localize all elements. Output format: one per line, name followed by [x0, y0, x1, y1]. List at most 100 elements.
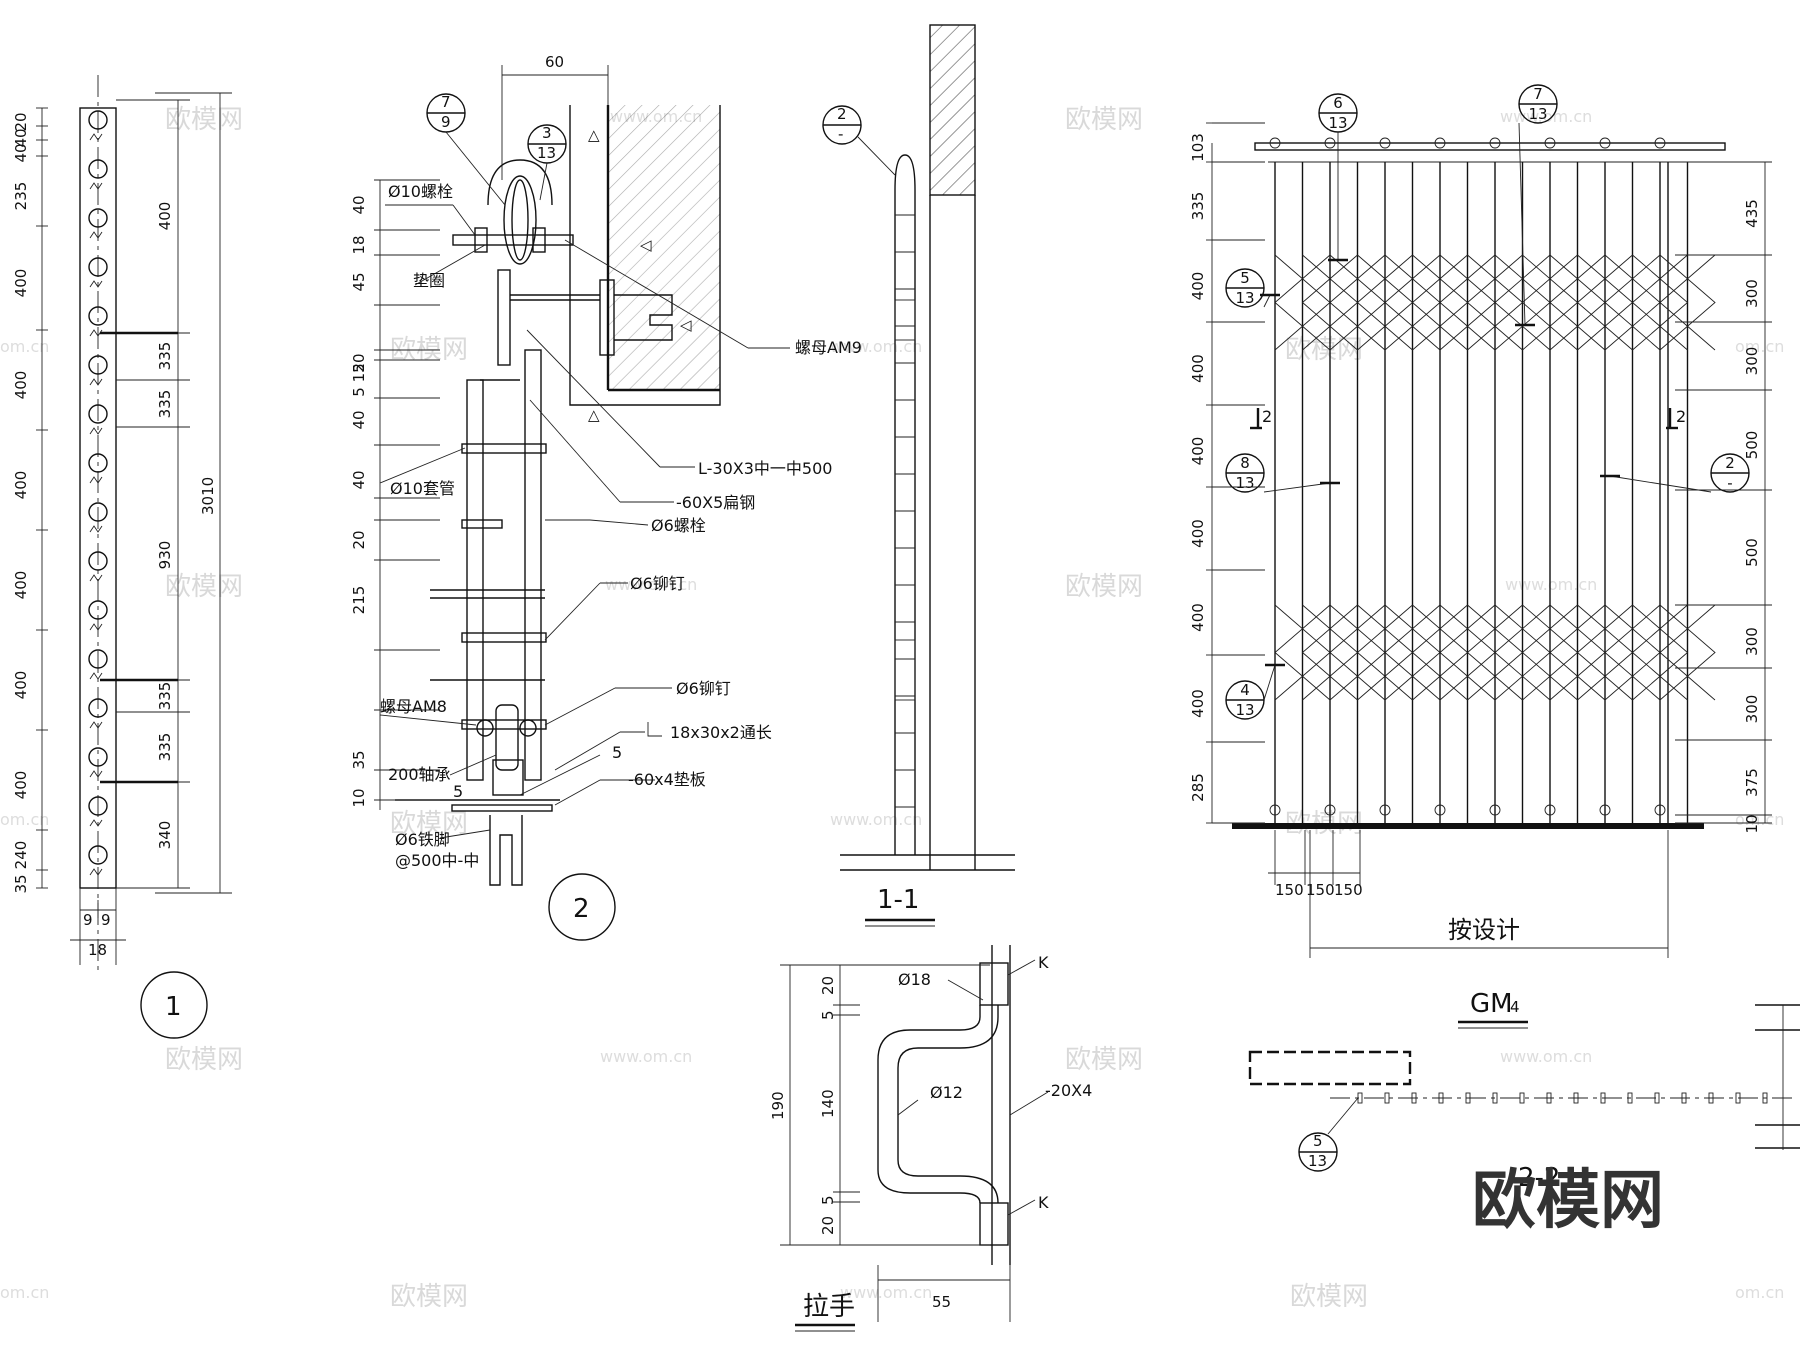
bolt-hole: [88, 600, 108, 620]
left-dim: 35: [12, 874, 30, 893]
left-dim: 40: [350, 470, 368, 489]
svg-text:6: 6: [1333, 94, 1343, 112]
watermark-url: www.om.cn: [840, 1283, 932, 1302]
left-dim: 20: [350, 530, 368, 549]
svg-text:K: K: [1038, 1193, 1049, 1212]
svg-text:150: 150: [1334, 881, 1363, 899]
svg-text:5: 5: [1313, 1132, 1323, 1150]
handle-detail: 20 5 140 5 20 190 Ø18 Ø12 -20X4 K K 55 拉…: [769, 945, 1092, 1332]
right-dim: 300: [1743, 695, 1761, 724]
watermark-brand: 欧模网: [390, 809, 468, 839]
svg-text:-: -: [1727, 474, 1732, 492]
left-dim: 285: [1189, 773, 1207, 802]
right-dim: 500: [1743, 538, 1761, 567]
right-dim: 930: [156, 541, 174, 570]
watermark-url-short: om.cn: [0, 1283, 49, 1302]
elevation-title: GM: [1470, 989, 1513, 1019]
pad-plate: [451, 804, 553, 812]
watermark-url-short: om.cn: [1735, 1283, 1784, 1302]
left-dim: 45: [350, 272, 368, 291]
left-dim: 400: [1189, 519, 1207, 548]
section-1-1: 2 - 1-1: [822, 24, 1015, 927]
watermark-brand: 欧模网: [1065, 1045, 1143, 1075]
left-dim: 5 15: [350, 363, 368, 396]
right-dim: 335: [156, 733, 174, 762]
svg-text:150: 150: [1306, 881, 1335, 899]
watermark-url-short: om.cn: [1735, 337, 1784, 356]
left-dim: 10: [350, 788, 368, 807]
note-foot: Ø6铁脚: [395, 830, 450, 849]
elevation-title-sub: 4: [1510, 998, 1520, 1016]
bolt-hole: [88, 502, 108, 522]
left-dim: 40: [350, 195, 368, 214]
section-label: 2-2: [1518, 1163, 1560, 1193]
svg-text:◁: ◁: [680, 316, 692, 334]
angle-bracket: [599, 279, 615, 356]
right-dim: 400: [156, 202, 174, 231]
svg-text:13: 13: [1308, 1152, 1327, 1170]
callout-bubble: 813: [1225, 453, 1340, 493]
note-rivet6b: Ø6铆钉: [676, 679, 731, 698]
watermark-url-short: om.cn: [0, 337, 49, 356]
bolt-hole: [88, 698, 108, 718]
watermark-brand: 欧模网: [1290, 1282, 1368, 1312]
svg-text:5: 5: [819, 1010, 837, 1020]
right-dim: 335: [156, 390, 174, 419]
svg-text:△: △: [588, 126, 600, 144]
watermark-brand: 欧模网: [1065, 572, 1143, 602]
svg-text:◁: ◁: [640, 236, 652, 254]
svg-text:20: 20: [819, 1216, 837, 1235]
note-washer: 垫圈: [413, 271, 445, 290]
floor-track: [1232, 823, 1704, 829]
watermark-url: www.om.cn: [1500, 107, 1592, 126]
handle-title: 拉手: [803, 1292, 855, 1322]
svg-text:13: 13: [1528, 105, 1547, 123]
note-bolt6: Ø6螺栓: [651, 516, 706, 535]
note-pad: -60x4垫板: [628, 770, 706, 789]
bolt-10: [452, 234, 574, 246]
svg-text:5: 5: [819, 1195, 837, 1205]
callout-3-13: 3 13: [527, 124, 567, 201]
bolt-hole: [88, 306, 108, 326]
callout-bubble: 713: [1515, 84, 1558, 327]
right-dim: 340: [156, 821, 174, 850]
svg-text:2: 2: [1725, 454, 1735, 472]
left-dim: 40: [350, 410, 368, 429]
note-foot-spacing: @500中-中: [395, 851, 479, 870]
watermark-brand: 欧模网: [165, 572, 243, 602]
note-nut8: 螺母AM8: [380, 697, 447, 716]
note-channel: 18x30x2通长: [670, 723, 772, 742]
left-dim: 215: [350, 586, 368, 615]
right-dim: 335: [156, 342, 174, 371]
left-dim: 400: [12, 771, 30, 800]
svg-text:13: 13: [1328, 114, 1347, 132]
note-flat: -60X5扁钢: [676, 493, 755, 512]
right-dim: 500: [1743, 431, 1761, 460]
bottom-dim: 9: [83, 911, 93, 929]
left-dim: 35: [350, 750, 368, 769]
right-dim: 375: [1743, 768, 1761, 797]
watermark-url: www.om.cn: [600, 1047, 692, 1066]
left-dim: 400: [1189, 272, 1207, 301]
svg-text:Ø12: Ø12: [930, 1083, 963, 1102]
right-dim: 435: [1743, 199, 1761, 228]
weld-5a: 5: [453, 782, 463, 801]
overall-width: 按设计: [1448, 916, 1520, 944]
callout-bubble: 613: [1318, 93, 1358, 262]
svg-text:4: 4: [1240, 681, 1250, 699]
detail-2-section: ◁ ◁ △ △ 60: [350, 53, 862, 941]
callout-7-9: 7 9: [426, 93, 506, 206]
svg-text:2: 2: [837, 105, 847, 123]
bottom-dim: 18: [88, 941, 107, 959]
watermark-url: www.om.cn: [830, 337, 922, 356]
svg-text:5: 5: [1240, 269, 1250, 287]
left-dim: 40: [12, 143, 30, 162]
svg-text:13: 13: [537, 144, 556, 162]
watermark-brand: 欧模网: [165, 1045, 243, 1075]
callout-5-13: 5 13: [1298, 1097, 1359, 1172]
callouts: 613 713 5 13 813 4 13 2 -: [1225, 84, 1750, 720]
detail-label-circle: [140, 971, 208, 1039]
note-nut9: 螺母AM9: [795, 338, 862, 357]
